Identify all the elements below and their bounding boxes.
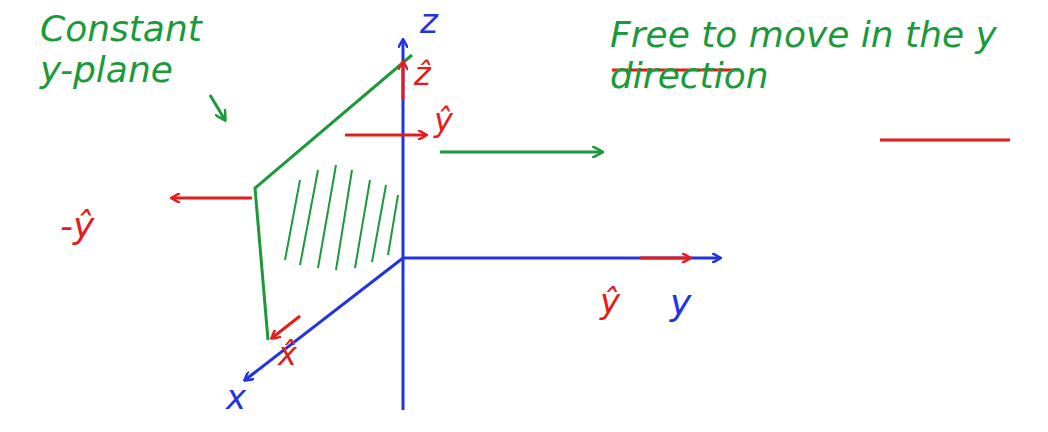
axis-label: x: [226, 378, 246, 417]
motion-note: Free to move in the y direction: [610, 14, 1010, 97]
unit-vector-label: ŷ: [434, 102, 453, 139]
unit-vector-label: ẑ: [414, 56, 431, 93]
x-axis: [245, 258, 403, 380]
minus-y-arrow: [172, 197, 252, 200]
unit-vector-label: ŷ: [600, 282, 620, 321]
z-axis: [402, 40, 405, 410]
pointer-arrow: [210, 95, 225, 120]
plane-outline: [255, 55, 412, 340]
axis-label: y: [670, 282, 691, 323]
motion-arrow: [440, 151, 602, 154]
x-unit-arrow: [272, 316, 300, 338]
unit-vector-label: -ŷ: [60, 205, 94, 246]
unit-vector-label: x̂: [278, 336, 297, 373]
y-axis: [403, 257, 720, 260]
z-unit-arrow: [402, 62, 405, 100]
plane-hatching: [285, 165, 398, 270]
axis-label: z: [420, 2, 438, 41]
plane-note: Constant y-plane: [40, 8, 240, 91]
y-unit-arrow: [345, 134, 426, 137]
underline: [880, 139, 1010, 142]
y-unit-arrow: [640, 257, 690, 260]
